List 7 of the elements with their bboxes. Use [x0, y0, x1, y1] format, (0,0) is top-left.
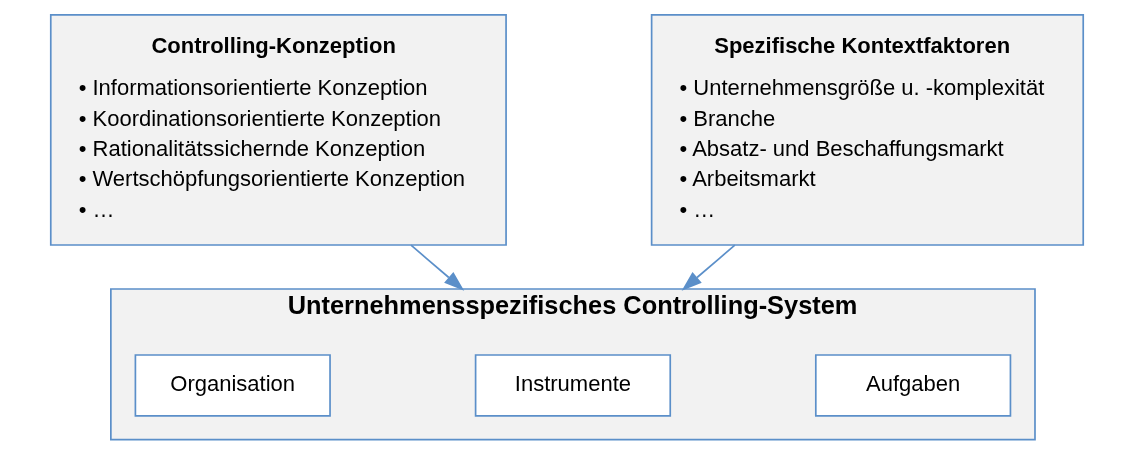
arrow: [681, 244, 736, 291]
node-box: Aufgaben: [814, 354, 1012, 417]
arrow: [410, 244, 465, 291]
node-box: Controlling-Konzeption • Informationsorientierte Konzeption • Koordinationsorientierte Konzeption • Rationalitätssichernde Konzeption • Wertschöpfungsorientierte Konzeption • …: [49, 13, 507, 246]
node-box: Spezifische Kontextfaktoren • Unternehmensgröße u. -komplexität • Branche • Absatz- und Beschaffungsmarkt • Arbeitsmarkt • …: [650, 13, 1085, 246]
node-box: Instrumente: [474, 354, 672, 417]
node-box: Organisation: [134, 354, 331, 417]
